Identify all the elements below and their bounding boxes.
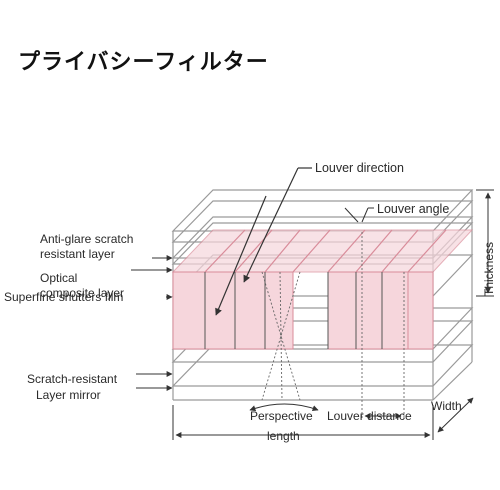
perspective-label: Perspective xyxy=(250,409,313,423)
perspective-lines xyxy=(261,232,405,420)
optical-label-2: composite layer xyxy=(40,286,124,300)
louver-direction-label: Louver direction xyxy=(315,161,404,175)
louver-angle-marker xyxy=(344,207,374,223)
louver-direction-arrows xyxy=(215,167,312,316)
length-label: length xyxy=(267,429,300,443)
shutter-dividers xyxy=(204,272,383,349)
page-title: プライバシーフィルター xyxy=(18,50,269,75)
width-label: Width xyxy=(431,399,462,413)
louver-angle-label: Louver angle xyxy=(377,202,449,216)
anti-glare-label-2: resistant layer xyxy=(40,247,115,261)
scratch-label-2: Layer mirror xyxy=(36,388,101,402)
scratch-label-1: Scratch-resistant xyxy=(27,372,118,386)
leader-lines xyxy=(131,255,173,391)
length-dimension xyxy=(172,405,434,440)
anti-glare-label-1: Anti-glare scratch xyxy=(40,232,133,246)
optical-label-1: Optical xyxy=(40,271,77,285)
thickness-label: Thickness xyxy=(482,242,496,296)
louver-distance-label: Louver distance xyxy=(327,409,412,423)
width-dimension xyxy=(437,397,474,433)
thickness-dimension xyxy=(476,189,494,297)
perspective-arc xyxy=(249,403,319,412)
shutter-film xyxy=(171,229,474,350)
superfine-label: Superfine shutters film xyxy=(4,290,123,304)
